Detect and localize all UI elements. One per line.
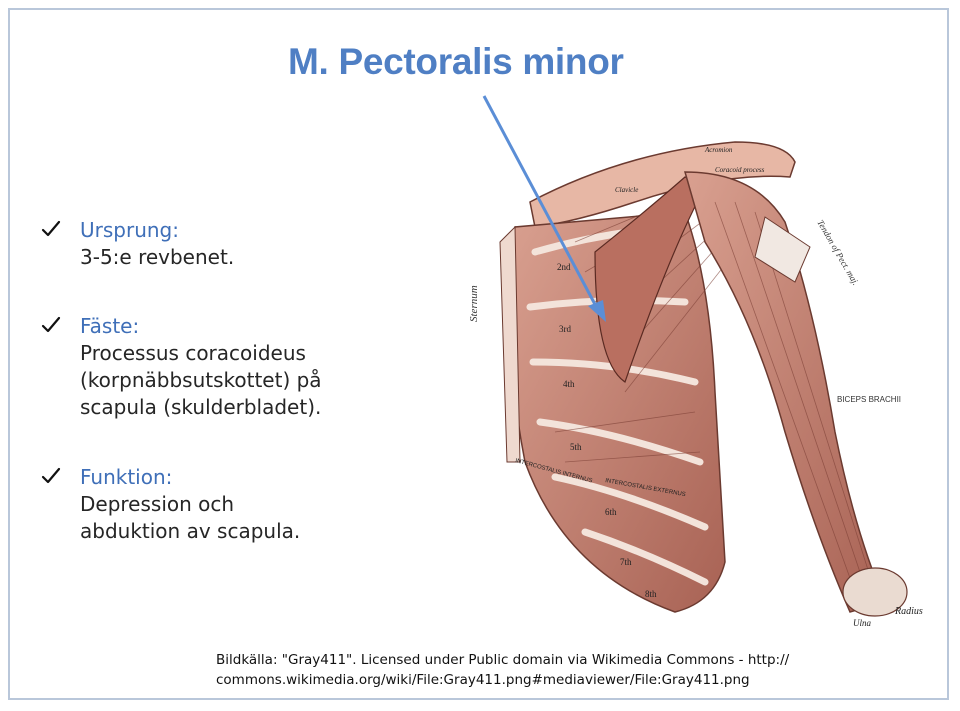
bullet-heading: Fäste:	[80, 314, 140, 338]
checkmark-icon	[41, 467, 61, 484]
bullet-text: (korpnäbbsutskottet) på	[80, 368, 322, 392]
label-rib-3: 3rd	[559, 324, 571, 334]
label-rib-4: 4th	[563, 379, 575, 389]
label-coracoid: Coracoid process	[715, 166, 765, 174]
bullet-text: 3-5:e revbenet.	[80, 245, 235, 269]
bullet-origin: Ursprung: 3-5:e revbenet.	[40, 216, 234, 271]
label-rib-5: 5th	[570, 442, 582, 452]
bullet-text: abduktion av scapula.	[80, 519, 301, 543]
label-sternum: Sternum	[468, 285, 480, 322]
bullet-heading: Ursprung:	[80, 218, 179, 242]
label-rib-6: 6th	[605, 507, 617, 517]
label-rib-7: 7th	[620, 557, 632, 567]
label-acromion: Acromion	[704, 146, 733, 154]
bullet-text: Processus coracoideus	[80, 341, 306, 365]
anatomy-illustration: Sternum BICEPS BRACHII Tendon of Pect. m…	[468, 141, 923, 628]
checkmark-icon	[41, 316, 61, 333]
label-clavicle: Clavicle	[615, 186, 638, 194]
label-tendon: Tendon of Pect. maj.	[815, 218, 861, 287]
bullet-heading: Funktion:	[80, 465, 173, 489]
bullet-text: scapula (skulderbladet).	[80, 395, 322, 419]
bullet-insertion: Fäste: Processus coracoideus (korpnäbbsu…	[40, 312, 322, 421]
label-rib-2: 2nd	[557, 262, 571, 272]
image-source-caption: Bildkälla: "Gray411". Licensed under Pub…	[216, 650, 906, 690]
label-radius: Radius	[894, 606, 923, 617]
checkmark-icon	[41, 220, 61, 237]
label-rib-8: 8th	[645, 589, 657, 599]
bullet-function: Funktion: Depression och abduktion av sc…	[40, 463, 300, 545]
caption-line-1: Bildkälla: "Gray411". Licensed under Pub…	[216, 652, 790, 668]
label-biceps: BICEPS BRACHII	[837, 395, 901, 404]
bullet-text: Depression och	[80, 492, 235, 516]
caption-line-2: commons.wikimedia.org/wiki/File:Gray411.…	[216, 672, 750, 688]
label-ulna: Ulna	[853, 618, 872, 628]
slide-title: M. Pectoralis minor	[288, 41, 624, 82]
